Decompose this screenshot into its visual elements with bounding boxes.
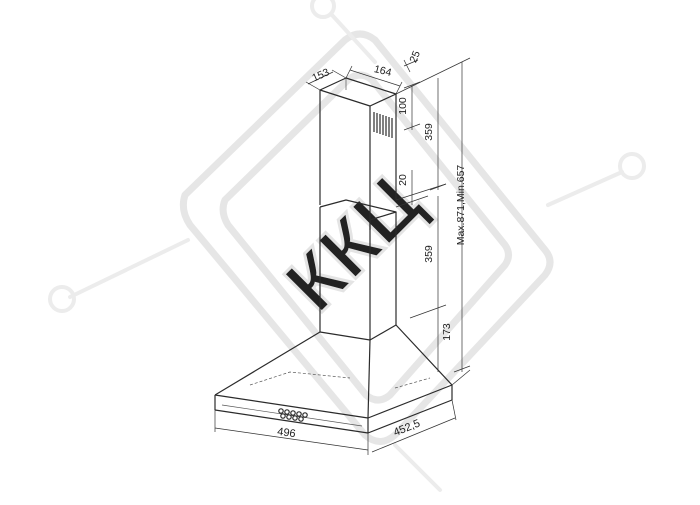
chimney-upper	[319, 77, 397, 230]
label-offset-top: 25	[407, 49, 423, 64]
chimney-lower	[319, 199, 397, 340]
dim-25-line	[403, 59, 419, 67]
control-button-5	[302, 412, 308, 418]
canopy-front-ridge	[367, 339, 371, 419]
label-lower-chimney-height: 359	[423, 245, 435, 263]
watermark-outer-shape	[179, 30, 554, 445]
canopy-inner-back	[249, 371, 351, 386]
watermark-top-circle	[310, 0, 336, 19]
dim-452-line	[371, 417, 456, 453]
watermark-right-line	[546, 170, 624, 207]
control-button-3	[290, 410, 296, 416]
canopy	[214, 324, 453, 419]
control-button-2	[284, 409, 290, 415]
dim-153-line	[307, 71, 334, 85]
label-chimney-width: 164	[373, 63, 393, 79]
canopy-right-slope	[395, 324, 453, 386]
canopy-top-front	[319, 331, 371, 341]
watermark-left-line	[68, 238, 190, 299]
watermark: ККЦ	[48, 0, 646, 492]
label-hood-depth: 452,5	[392, 417, 422, 438]
canopy-inner-right	[394, 377, 431, 389]
control-button-6	[280, 413, 286, 419]
label-canopy-height: 173	[441, 323, 453, 341]
control-button-1	[278, 408, 284, 414]
canopy-top-side	[369, 324, 397, 341]
label-upper-chimney-height: 359	[423, 123, 435, 141]
control-panel	[278, 408, 308, 422]
control-button-8	[292, 415, 298, 421]
watermark-left-circle	[48, 285, 76, 313]
dimension-lines	[214, 57, 471, 455]
dim-164-line	[349, 69, 401, 87]
watermark-bottom-line	[393, 443, 442, 492]
watermark-inner-shape	[219, 71, 512, 404]
label-overlap: 20	[397, 174, 409, 186]
label-vent-height: 100	[397, 97, 409, 115]
chimney-lower-top	[319, 199, 397, 221]
watermark-right-circle	[618, 152, 646, 180]
canopy-left-slope	[214, 331, 321, 396]
dim-top-reference	[395, 57, 471, 95]
vent-slots	[373, 112, 393, 138]
watermark-top-line	[330, 13, 377, 64]
control-button-9	[298, 416, 304, 422]
control-button-4	[296, 411, 302, 417]
dim-496-line	[214, 427, 369, 451]
control-button-7	[286, 414, 292, 420]
label-total-height: Max.871,Min.657	[455, 165, 467, 246]
label-hood-width: 496	[276, 426, 296, 440]
